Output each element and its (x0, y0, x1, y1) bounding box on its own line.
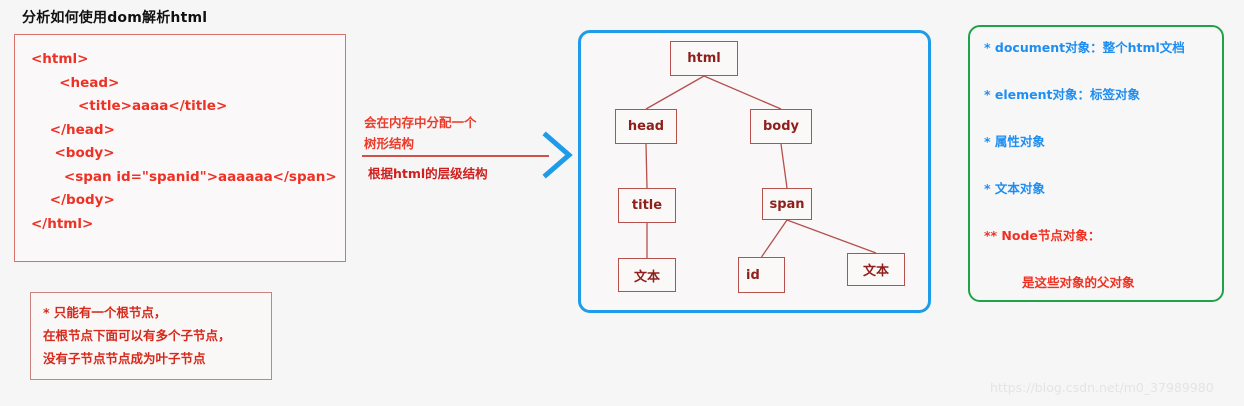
tree-node-label: html (687, 51, 721, 66)
transition-note-bottom: 根据html的层级结构 (368, 163, 558, 184)
code-line: </body> (31, 192, 115, 208)
code-line: </head> (31, 121, 115, 138)
note-line: * 只能有一个根节点， (43, 305, 167, 320)
tree-node-span: span (762, 188, 812, 220)
tree-edge (703, 75, 782, 110)
tree-node-text2: 文本 (847, 253, 905, 286)
code-line: <body> (31, 145, 115, 161)
note-line: 没有子节点节点成为叶子节点 (43, 351, 206, 366)
dom-object-item: * element对象：标签对象 (984, 87, 1141, 102)
code-line: <title>aaaa</title> (31, 98, 228, 114)
html-source-code: <html> <head> <title>aaaa</title> </head… (31, 48, 341, 236)
root-node-note-box: * 只能有一个根节点， 在根节点下面可以有多个子节点， 没有子节点节点成为叶子节点 (30, 292, 272, 380)
dom-objects-list: * document对象：整个html文档 * element对象：标签对象 * 属… (984, 39, 1216, 292)
tree-node-label: 文本 (862, 264, 889, 279)
right-arrow-chevron-icon (542, 131, 574, 179)
code-line: </html> (31, 215, 94, 232)
dom-objects-panel: * document对象：整个html文档 * element对象：标签对象 * 属… (968, 25, 1224, 302)
code-line: <head> (31, 74, 120, 91)
tree-node-body: body (750, 109, 812, 144)
transition-note-line: 会在内存中分配一个 (364, 115, 477, 130)
html-source-panel: <html> <head> <title>aaaa</title> </head… (14, 34, 346, 262)
tree-edge (645, 143, 648, 189)
watermark: https://blog.csdn.net/m0_37989980 (990, 380, 1214, 395)
tree-edge (786, 219, 877, 254)
tree-node-html: html (670, 41, 738, 76)
transition-arrow-shaft (362, 155, 549, 157)
code-line: <html> (31, 51, 89, 67)
transition-note-line: 树形结构 (364, 136, 415, 151)
dom-object-item: * 属性对象 (984, 134, 1045, 149)
dom-object-item: * 文本对象 (984, 181, 1045, 196)
tree-node-text1: 文本 (618, 258, 676, 292)
tree-node-label: 文本 (633, 269, 660, 285)
tree-node-id: id (738, 257, 785, 293)
root-node-note-lines: * 只能有一个根节点， 在根节点下面可以有多个子节点， 没有子节点节点成为叶子节点 (43, 301, 231, 370)
tree-node-label: id (746, 267, 760, 283)
tree-edge (780, 143, 788, 189)
tree-node-label: title (631, 198, 663, 213)
dom-object-item: ** Node节点对象： (984, 228, 1101, 243)
tree-node-head: head (615, 109, 677, 144)
tree-edge (760, 219, 788, 258)
dom-object-item: 是这些对象的父对象 (1022, 275, 1135, 290)
tree-node-title: title (618, 188, 676, 223)
dom-tree-panel: html head body title span 文本 id 文本 (578, 30, 931, 313)
transition-note-top: 会在内存中分配一个树形结构 (364, 112, 544, 154)
note-line: 在根节点下面可以有多个子节点， (43, 328, 231, 343)
page-title: 分析如何使用dom解析html (22, 10, 208, 26)
tree-edge (645, 75, 705, 110)
tree-node-label: body (762, 119, 800, 134)
tree-node-label: span (769, 196, 805, 212)
dom-object-item: * document对象：整个html文档 (984, 40, 1185, 55)
tree-node-label: head (627, 119, 665, 134)
dom-tree-edges (645, 75, 877, 258)
transition-note-line: 根据html的层级结构 (368, 166, 488, 181)
code-line: <span id="spanid">aaaaaa</span> (31, 168, 337, 185)
